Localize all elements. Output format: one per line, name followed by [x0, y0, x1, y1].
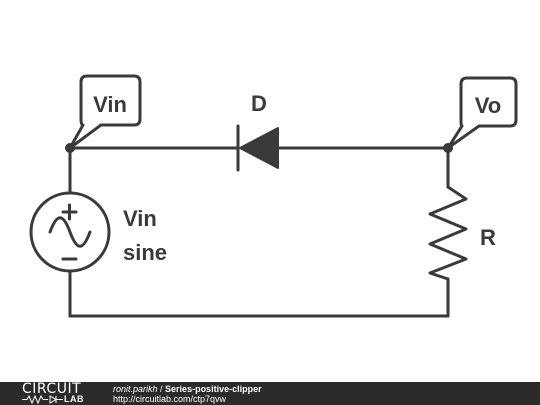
- credit-separator: /: [157, 384, 166, 394]
- circuitlab-logo: CIRCUIT LAB: [22, 382, 94, 405]
- credit-line: ronit.parikh / Series-positive-clipper: [113, 384, 262, 394]
- circuit-url-link[interactable]: http://circuitlab.com/ctp7qvw: [113, 394, 227, 404]
- resistor-label: R: [480, 225, 496, 250]
- resistor-symbol: [428, 185, 468, 281]
- resistor-squiggle-icon: [22, 395, 63, 404]
- node-vo: [443, 143, 453, 153]
- plus-sign-icon: [61, 203, 78, 221]
- circuit-title-link[interactable]: Series-positive-clipper: [165, 384, 262, 394]
- vo-tag-label: Vo: [475, 93, 501, 118]
- diode-label: D: [251, 91, 267, 116]
- vin-tag-label: Vin: [93, 92, 127, 117]
- diode-anode-triangle: [239, 127, 279, 169]
- vo-tag-box: [446, 76, 518, 150]
- sine-source-symbol: [29, 191, 111, 273]
- source-name-label: Vin: [123, 206, 157, 231]
- author-link[interactable]: ronit.parikh: [113, 384, 158, 394]
- circuit-schematic: Vin Vo D Vin sine R: [29, 74, 518, 318]
- sine-wave-icon: [48, 216, 92, 248]
- node-vin: [65, 143, 75, 153]
- footer-bar: CIRCUIT LAB ronit.parikh / Series-positi…: [0, 382, 540, 405]
- logo-top-text: CIRCUIT: [22, 381, 82, 397]
- vin-tag-box: [68, 74, 142, 150]
- logo-bottom-text: LAB: [64, 394, 84, 404]
- source-type-label: sine: [123, 240, 167, 265]
